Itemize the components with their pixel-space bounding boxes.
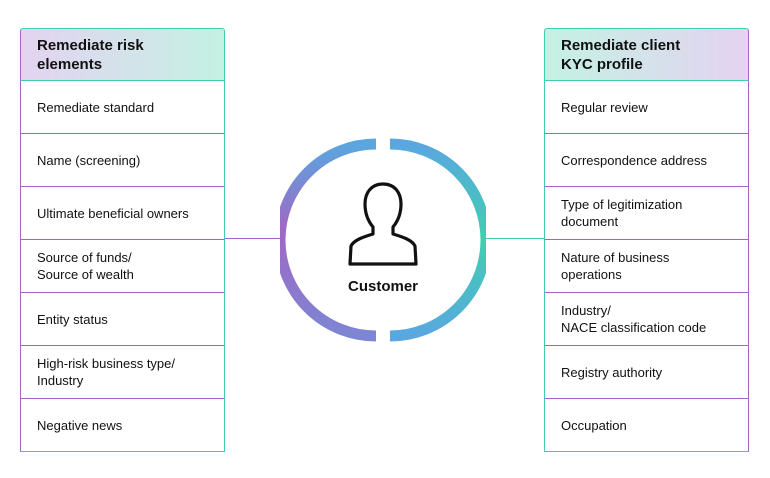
risk-elements-title: Remediate risk elements — [37, 37, 144, 73]
right-connector-line — [484, 238, 544, 239]
risk-element-label: High-risk business type/ Industry — [37, 356, 175, 388]
left-connector-line — [225, 238, 283, 239]
risk-element-row: Remediate standard — [20, 81, 225, 134]
kyc-item-label: Nature of business operations — [561, 250, 670, 282]
risk-element-row: Entity status — [20, 293, 225, 346]
risk-elements-header: Remediate risk elements — [20, 28, 225, 81]
kyc-item-label: Industry/ NACE classification code — [561, 303, 707, 335]
kyc-item-row: Regular review — [544, 81, 749, 134]
customer-label: Customer — [347, 278, 418, 295]
kyc-profile-title: Remediate client KYC profile — [561, 37, 681, 73]
risk-element-label: Ultimate beneficial owners — [37, 205, 189, 221]
kyc-item-label: Type of legitimization document — [561, 197, 683, 229]
kyc-item-row: Industry/ NACE classification code — [544, 293, 749, 346]
risk-element-row: Source of funds/ Source of wealth — [20, 240, 225, 293]
ring-arrow-top — [377, 137, 388, 151]
risk-element-label: Entity status — [37, 311, 108, 327]
person-icon-svg — [348, 182, 418, 266]
kyc-item-label: Correspondence address — [561, 152, 707, 168]
ring-arc-right — [389, 138, 492, 342]
kyc-item-label: Regular review — [561, 99, 648, 115]
kyc-item-row: Type of legitimization document — [544, 187, 749, 240]
kyc-item-label: Occupation — [561, 417, 627, 433]
kyc-item-row: Registry authority — [544, 346, 749, 399]
risk-element-row: High-risk business type/ Industry — [20, 346, 225, 399]
ring-arc-left — [274, 138, 377, 342]
risk-element-label: Name (screening) — [37, 152, 141, 168]
kyc-profile-header: Remediate client KYC profile — [544, 28, 749, 81]
customer-cycle-ring — [274, 137, 492, 343]
risk-element-row: Name (screening) — [20, 134, 225, 187]
risk-element-label: Source of funds/ Source of wealth — [37, 250, 134, 282]
risk-element-label: Negative news — [37, 417, 123, 433]
risk-element-row: Ultimate beneficial owners — [20, 187, 225, 240]
risk-element-label: Remediate standard — [37, 99, 155, 115]
kyc-item-label: Registry authority — [561, 364, 663, 380]
kyc-item-row: Nature of business operations — [544, 240, 749, 293]
cycle-ring-svg — [274, 137, 492, 343]
ring-arrow-bottom — [378, 329, 389, 343]
risk-elements-panel: Remediate risk elements Remediate standa… — [20, 28, 225, 452]
person-icon — [346, 180, 420, 268]
kyc-profile-panel: Remediate client KYC profile Regular rev… — [544, 28, 749, 452]
kyc-item-row: Occupation — [544, 399, 749, 452]
kyc-item-row: Correspondence address — [544, 134, 749, 187]
risk-element-row: Negative news — [20, 399, 225, 452]
